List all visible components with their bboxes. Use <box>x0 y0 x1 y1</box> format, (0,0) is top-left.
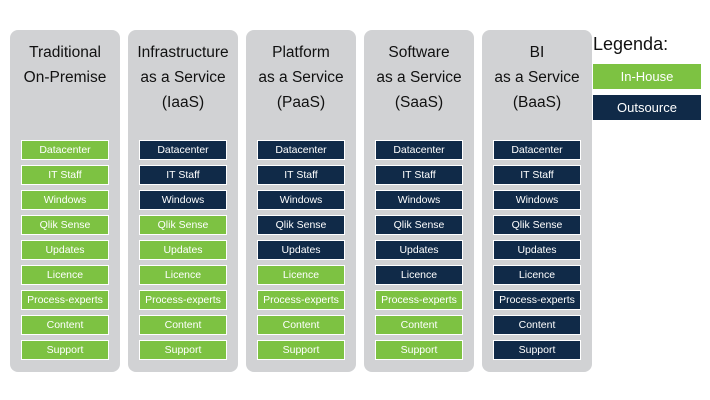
cell-qlik-sense: Qlik Sense <box>139 215 227 235</box>
cell-support: Support <box>139 340 227 360</box>
cell-stack: Datacenter IT Staff Windows Qlik Sense U… <box>493 140 581 360</box>
cell-stack: Datacenter IT Staff Windows Qlik Sense U… <box>257 140 345 360</box>
cell-support: Support <box>21 340 109 360</box>
cell-updates: Updates <box>375 240 463 260</box>
column-title: Platform as a Service (PaaS) <box>258 44 344 111</box>
cell-process-experts: Process-experts <box>21 290 109 310</box>
column-title: BI as a Service (BaaS) <box>494 44 580 111</box>
cell-datacenter: Datacenter <box>139 140 227 160</box>
cell-datacenter: Datacenter <box>493 140 581 160</box>
cell-licence: Licence <box>257 265 345 285</box>
cell-updates: Updates <box>493 240 581 260</box>
cell-process-experts: Process-experts <box>375 290 463 310</box>
column-traditional: Traditional On-Premise Datacenter IT Sta… <box>10 30 120 372</box>
cell-content: Content <box>493 315 581 335</box>
cell-process-experts: Process-experts <box>257 290 345 310</box>
cell-windows: Windows <box>493 190 581 210</box>
cell-qlik-sense: Qlik Sense <box>257 215 345 235</box>
cell-datacenter: Datacenter <box>257 140 345 160</box>
cell-licence: Licence <box>139 265 227 285</box>
legend-item-inhouse: In-House <box>593 64 701 89</box>
cell-qlik-sense: Qlik Sense <box>375 215 463 235</box>
cell-windows: Windows <box>257 190 345 210</box>
cell-updates: Updates <box>139 240 227 260</box>
cell-qlik-sense: Qlik Sense <box>21 215 109 235</box>
cell-licence: Licence <box>375 265 463 285</box>
cell-content: Content <box>139 315 227 335</box>
cell-datacenter: Datacenter <box>21 140 109 160</box>
cell-qlik-sense: Qlik Sense <box>493 215 581 235</box>
column-saas: Software as a Service (SaaS) Datacenter … <box>364 30 474 372</box>
column-title: Software as a Service (SaaS) <box>376 44 462 111</box>
cell-licence: Licence <box>493 265 581 285</box>
column-paas: Platform as a Service (PaaS) Datacenter … <box>246 30 356 372</box>
cell-windows: Windows <box>21 190 109 210</box>
cell-datacenter: Datacenter <box>375 140 463 160</box>
legend-item-outsource: Outsource <box>593 95 701 120</box>
column-baas: BI as a Service (BaaS) Datacenter IT Sta… <box>482 30 592 372</box>
cell-it-staff: IT Staff <box>257 165 345 185</box>
cell-stack: Datacenter IT Staff Windows Qlik Sense U… <box>139 140 227 360</box>
cell-it-staff: IT Staff <box>21 165 109 185</box>
legend: Legenda: In-House Outsource <box>593 30 701 126</box>
cell-content: Content <box>21 315 109 335</box>
cell-stack: Datacenter IT Staff Windows Qlik Sense U… <box>375 140 463 360</box>
cell-updates: Updates <box>21 240 109 260</box>
cell-it-staff: IT Staff <box>493 165 581 185</box>
column-title: Infrastructure as a Service (IaaS) <box>137 44 229 111</box>
cell-licence: Licence <box>21 265 109 285</box>
column-title: Traditional On-Premise <box>23 44 107 86</box>
cell-content: Content <box>375 315 463 335</box>
cell-windows: Windows <box>139 190 227 210</box>
cell-support: Support <box>375 340 463 360</box>
cell-updates: Updates <box>257 240 345 260</box>
cell-stack: Datacenter IT Staff Windows Qlik Sense U… <box>21 140 109 360</box>
legend-title: Legenda: <box>593 34 669 54</box>
cell-it-staff: IT Staff <box>375 165 463 185</box>
cell-windows: Windows <box>375 190 463 210</box>
cell-it-staff: IT Staff <box>139 165 227 185</box>
cell-support: Support <box>257 340 345 360</box>
service-model-columns: Traditional On-Premise Datacenter IT Sta… <box>10 30 592 372</box>
cell-process-experts: Process-experts <box>139 290 227 310</box>
cell-process-experts: Process-experts <box>493 290 581 310</box>
column-iaas: Infrastructure as a Service (IaaS) Datac… <box>128 30 238 372</box>
cell-support: Support <box>493 340 581 360</box>
cell-content: Content <box>257 315 345 335</box>
